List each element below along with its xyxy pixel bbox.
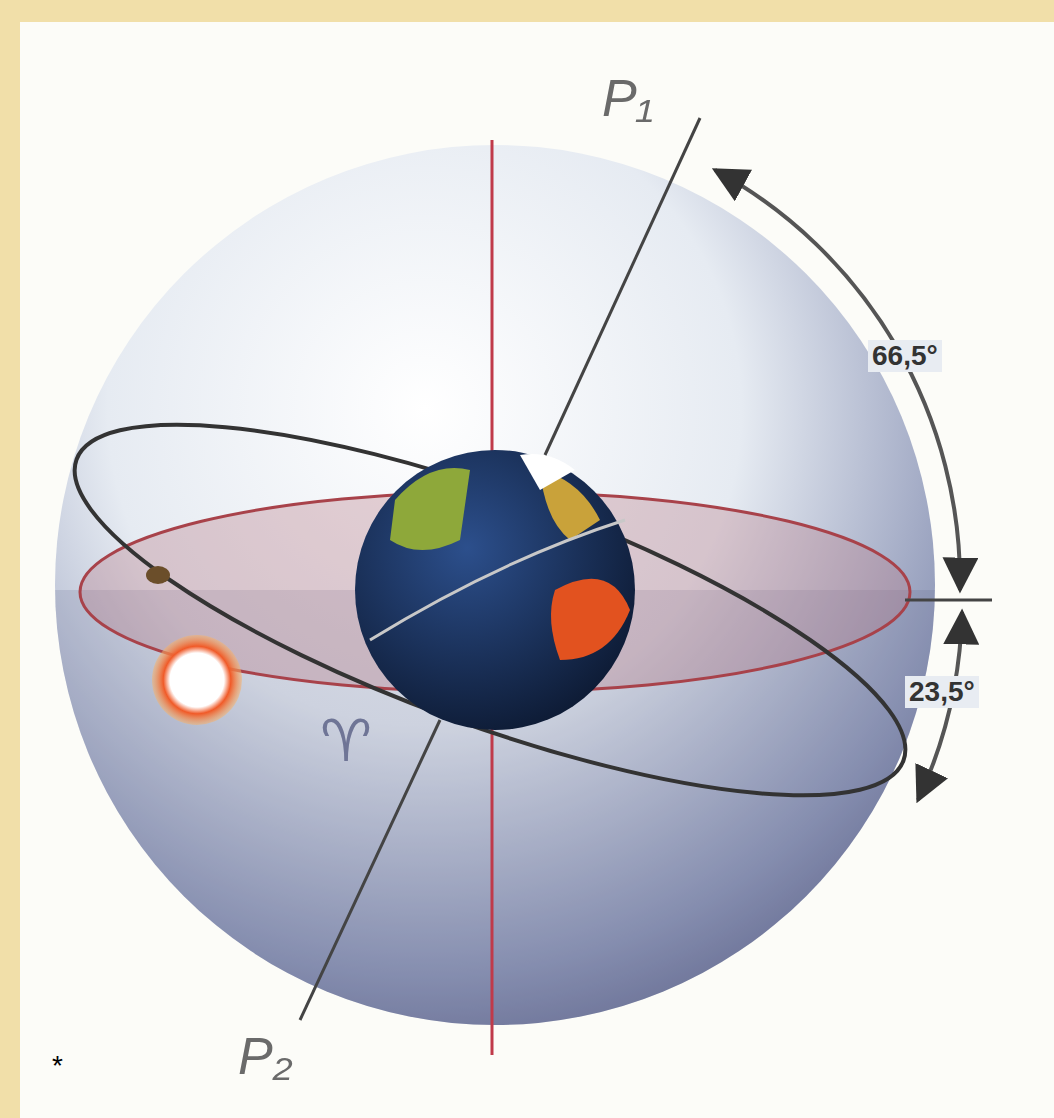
sun xyxy=(152,635,242,725)
pole-label: P₁ xyxy=(602,72,653,124)
earth-equator xyxy=(370,520,625,640)
ecliptic xyxy=(37,351,943,868)
angle-arc xyxy=(715,170,960,590)
angle-label: 66,5° xyxy=(868,340,942,372)
earth-ice xyxy=(520,454,575,490)
aries-symbol: ♈ xyxy=(320,712,372,770)
footnote-mark: * xyxy=(52,1052,63,1080)
earth-land xyxy=(390,468,470,550)
earth-land xyxy=(551,579,630,660)
earth xyxy=(355,450,635,730)
pole-label: P₂ xyxy=(238,1030,293,1082)
panel xyxy=(20,22,1054,1118)
ecliptic-mark xyxy=(146,566,170,584)
angle-label: 23,5° xyxy=(905,676,979,708)
axis-north xyxy=(545,118,700,455)
reference-line xyxy=(905,599,992,602)
